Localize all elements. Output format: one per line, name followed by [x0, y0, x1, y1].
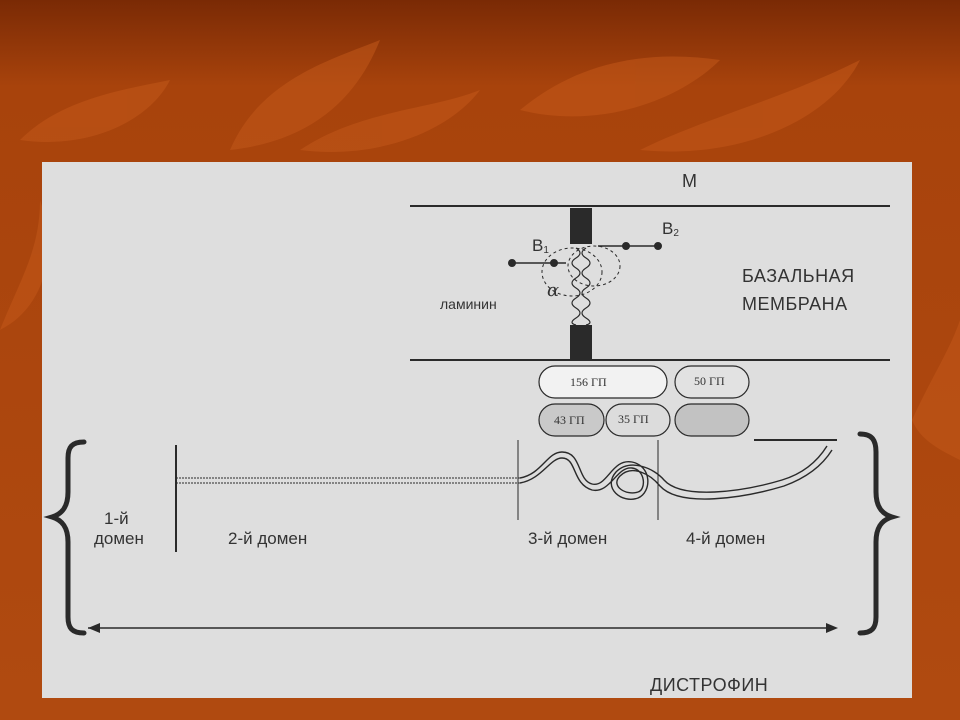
label-alpha: α — [547, 280, 560, 301]
dystrophin-diagram — [43, 205, 901, 636]
label-b2: В2 — [662, 220, 679, 239]
label-b2-letter: В — [662, 219, 674, 238]
label-domain-1-line2: домен — [94, 529, 144, 548]
label-basal-membrane-2: МЕМБРАНА — [742, 294, 848, 314]
label-domain-3: 3-й домен — [528, 529, 608, 548]
gp-156-shape — [538, 365, 668, 399]
label-laminin: ламинин — [440, 296, 497, 312]
label-domain-4: 4-й домен — [686, 529, 766, 548]
label-b1-sub: 1 — [543, 245, 549, 256]
label-domain-2: 2-й домен — [228, 529, 308, 548]
arrow-head-left — [88, 623, 100, 633]
leaf-pattern — [0, 40, 960, 460]
dystrophin-loop-a — [519, 445, 828, 500]
laminin-top-block — [570, 208, 592, 244]
laminin-bottom-block — [570, 325, 592, 360]
label-b1-letter: В — [532, 236, 544, 255]
label-b2-sub: 2 — [673, 228, 679, 239]
laminin-coil — [571, 247, 591, 326]
left-curly-brace — [43, 439, 87, 636]
b2-dot-inner — [622, 242, 630, 250]
gp-35-shape — [605, 403, 671, 437]
label-dystrophin: ДИСТРОФИН — [650, 675, 769, 695]
gp-43-shape — [538, 403, 605, 437]
b1-dot-inner — [550, 259, 558, 267]
label-gp-156: 156 ГП — [570, 375, 607, 389]
gp-50-lower-shape — [674, 403, 750, 437]
arrow-head-right — [826, 623, 838, 633]
b1-dot-outer — [508, 259, 516, 267]
right-curly-brace — [857, 431, 901, 636]
dystrophin-loop-b — [519, 449, 833, 500]
diagram-panel: М В1 В2 α ламинин БАЗАЛЬНАЯ МЕМБРАНА 156… — [42, 162, 912, 698]
gp-50-shape — [674, 365, 750, 399]
dashed-ellipse-left — [541, 247, 603, 297]
label-domain-1-line1: 1-й — [104, 509, 129, 528]
label-b1: В1 — [532, 237, 549, 256]
label-basal-membrane-1: БАЗАЛЬНАЯ — [742, 266, 855, 286]
label-m: М — [682, 171, 698, 191]
label-gp-35: 35 ГП — [618, 412, 649, 426]
label-gp-43: 43 ГП — [554, 413, 585, 427]
dashed-ellipse-right — [567, 245, 621, 287]
label-gp-50: 50 ГП — [694, 374, 725, 388]
b2-dot-outer — [654, 242, 662, 250]
